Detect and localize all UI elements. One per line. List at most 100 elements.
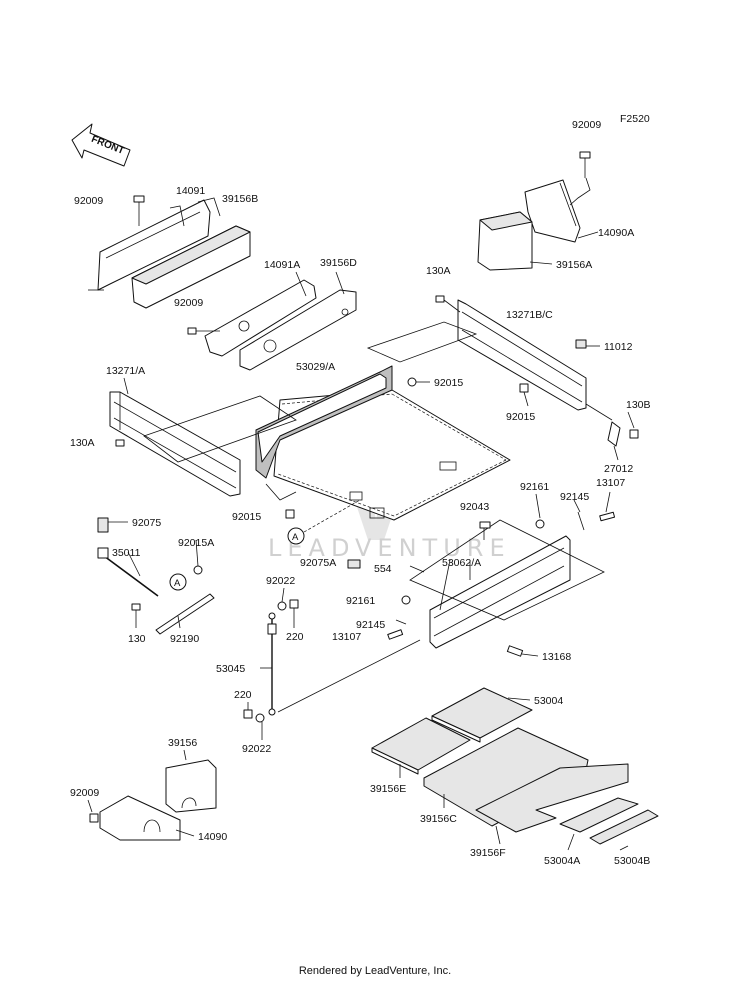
label-13168: 13168 xyxy=(542,651,571,663)
side-panel-13271BC xyxy=(457,299,587,411)
label-92022-bot: 92022 xyxy=(242,743,271,755)
mat-39156F xyxy=(475,763,629,833)
label-92145-top: 92145 xyxy=(560,491,589,503)
cap-11012 xyxy=(575,339,587,349)
label-92161-mid: 92161 xyxy=(346,595,375,607)
label-53004: 53004 xyxy=(534,695,563,707)
bolt-130A-left xyxy=(115,439,125,447)
bracket-27012 xyxy=(607,421,621,447)
label-13107-mid: 13107 xyxy=(332,631,361,643)
label-39156A: 39156A xyxy=(556,259,592,271)
pad-39156A xyxy=(477,211,533,271)
label-92009-tl: 92009 xyxy=(74,195,103,207)
label-53045: 53045 xyxy=(216,663,245,675)
front-arrow-icon: FRONT xyxy=(71,123,131,167)
label-130A-left: 130A xyxy=(70,437,95,449)
label-13107-top: 13107 xyxy=(596,477,625,489)
label-14090: 14090 xyxy=(198,831,227,843)
pad-39156B xyxy=(131,225,251,309)
bed-latches xyxy=(349,461,457,519)
label-92190: 92190 xyxy=(170,633,199,645)
label-92015-c: 92015 xyxy=(232,511,261,523)
label-92009-bl: 92009 xyxy=(70,787,99,799)
mat-39156E xyxy=(371,717,471,775)
bolt-92009-ml xyxy=(187,327,220,335)
guard-14091A xyxy=(204,279,317,357)
label-14090A: 14090A xyxy=(598,227,634,239)
rod-35011 xyxy=(97,547,159,597)
label-554: 554 xyxy=(374,563,392,575)
label-39156B: 39156B xyxy=(222,193,258,205)
watermark-text: LEADVENTURE xyxy=(268,534,511,562)
washer-92022-top xyxy=(277,601,287,611)
pad-39156D xyxy=(239,289,357,371)
bolt-92009-bl xyxy=(89,813,99,823)
label-92075: 92075 xyxy=(132,517,161,529)
label-92015-b: 92015 xyxy=(506,411,535,423)
callout-a-bed-label: A xyxy=(292,532,299,543)
label-39156C: 39156C xyxy=(420,813,457,825)
side-panel-13271A xyxy=(109,391,241,497)
label-92009-ml: 92009 xyxy=(174,297,203,309)
washer-92022-bot xyxy=(255,713,265,723)
nut-92015-b xyxy=(519,383,529,393)
callout-a-rod: A xyxy=(169,573,187,591)
exploded-view-drawing: FRONT F2520 LEADVENTURE xyxy=(70,113,659,867)
nut-92015-a xyxy=(407,377,417,387)
label-220-top: 220 xyxy=(286,631,304,643)
label-130: 130 xyxy=(128,633,146,645)
label-92022-top: 92022 xyxy=(266,575,295,587)
label-39156E: 39156E xyxy=(370,783,406,795)
label-92161-top: 92161 xyxy=(520,481,549,493)
pin-92161-mid xyxy=(401,595,411,605)
label-92145-mid: 92145 xyxy=(356,619,385,631)
bolt-92009-tl xyxy=(133,195,145,226)
label-92075A: 92075A xyxy=(300,557,336,569)
nut-92015A xyxy=(193,565,203,575)
rod-92190 xyxy=(155,593,215,635)
label-92009-tr: 92009 xyxy=(572,119,601,131)
bolt-220-top xyxy=(289,599,299,609)
label-39156: 39156 xyxy=(168,737,197,749)
label-14091A: 14091A xyxy=(264,259,300,271)
clip-92075A xyxy=(347,559,361,569)
cover-14090A xyxy=(524,179,581,243)
mat-53004B xyxy=(589,809,659,845)
label-39156D: 39156D xyxy=(320,257,357,269)
diagram-code: F2520 xyxy=(620,113,650,125)
cover-14090 xyxy=(99,795,181,841)
label-11012: 11012 xyxy=(604,341,633,353)
label-92015-a: 92015 xyxy=(434,377,463,389)
label-27012: 27012 xyxy=(604,463,633,475)
label-92015A: 92015A xyxy=(178,537,214,549)
bolt-220-bot xyxy=(243,709,253,719)
tailgate-53062A xyxy=(429,535,571,649)
label-130B: 130B xyxy=(626,399,651,411)
pin-92043 xyxy=(479,521,491,540)
callout-a-bed: A xyxy=(287,527,305,545)
bolt-130B xyxy=(629,429,639,439)
label-92043: 92043 xyxy=(460,501,489,513)
pad-39156 xyxy=(165,759,217,813)
label-53004A: 53004A xyxy=(544,855,580,867)
bolt-130 xyxy=(131,603,141,611)
label-13271A: 13271/A xyxy=(106,365,145,377)
nut-92015-c xyxy=(285,509,295,519)
label-53062A: 53062/A xyxy=(442,557,481,569)
label-13271BC: 13271B/C xyxy=(506,309,553,321)
hinge-13168 xyxy=(506,645,524,657)
mat-53004 xyxy=(431,687,533,743)
pin-92145-top xyxy=(577,511,585,531)
label-35011: 35011 xyxy=(112,547,141,559)
label-39156F: 39156F xyxy=(470,847,506,859)
pin-92161-top xyxy=(535,519,545,529)
label-53029A: 53029/A xyxy=(296,361,335,373)
label-220-bot: 220 xyxy=(234,689,252,701)
pin-13107-top xyxy=(599,511,616,522)
pin-92145-mid xyxy=(395,619,407,625)
bolt-130A-top xyxy=(435,295,445,303)
label-53004B: 53004B xyxy=(614,855,650,867)
footer-credit: Rendered by LeadVenture, Inc. xyxy=(298,965,452,977)
callout-a-rod-label: A xyxy=(174,578,181,589)
